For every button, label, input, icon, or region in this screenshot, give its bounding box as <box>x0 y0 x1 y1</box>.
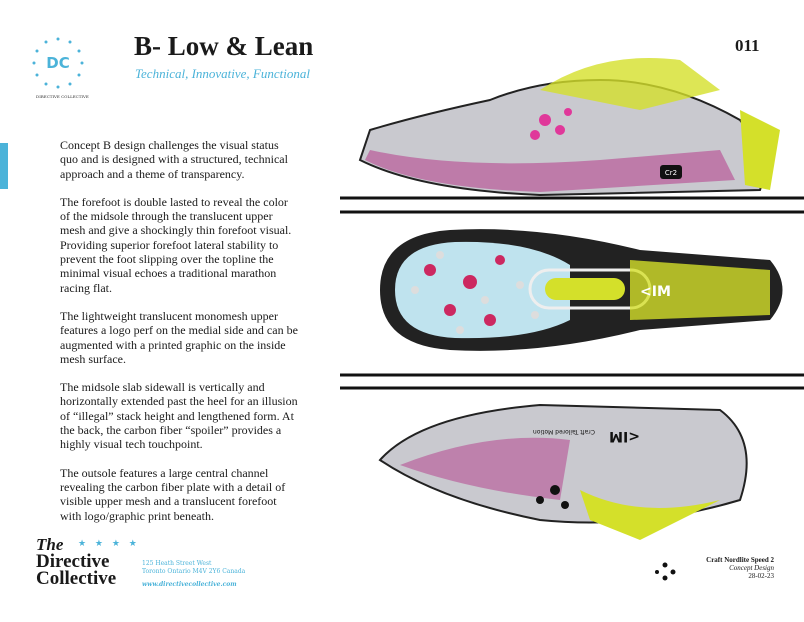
description-text: Concept B design challenges the visual s… <box>60 138 298 537</box>
paragraph: The outsole features a large central cha… <box>60 465 286 523</box>
medial-logo-text: Craft Tailored Motion <box>533 428 595 435</box>
design-type: Concept Design <box>729 564 774 572</box>
address-line: 125 Heath Street West <box>142 560 212 567</box>
brand-line: Collective <box>36 568 117 589</box>
design-date: 28-02-23 <box>748 572 774 580</box>
outsole-logo: <IM <box>640 284 671 300</box>
brand-wordmark: The Directive Collective <box>36 535 117 589</box>
sketch-caption: Craft Nordlite Speed 2 Concept Design 28… <box>706 556 774 580</box>
paragraph: The lightweight translucent monomesh upp… <box>60 308 298 366</box>
shoe-medial-view-sketch: <IM Craft Tailored Motion <box>340 386 804 581</box>
paragraph: Concept B design challenges the visual s… <box>60 138 288 181</box>
cr2-badge: Cr2 <box>665 169 677 177</box>
dc-logo: DC <box>30 35 86 91</box>
brand-stars: ★ ★ ★ ★ <box>78 539 140 549</box>
address: 125 Heath Street West Toronto Ontario M4… <box>142 560 245 576</box>
medial-logo: <IM <box>609 428 640 444</box>
paragraph: The midsole slab sidewall is vertically … <box>60 380 298 452</box>
brand-line: Directive <box>36 551 110 572</box>
logo-caption: DIRECTIVE COLLECTIVE <box>36 94 89 99</box>
shoe-outsole-sketch: <IM <box>340 210 804 377</box>
brand-line: The <box>36 535 64 554</box>
logo-text: DC <box>46 54 69 72</box>
paragraph: The forefoot is double lasted to reveal … <box>60 194 292 295</box>
address-line: Toronto Ontario M4V 2Y6 Canada <box>142 568 246 575</box>
page-title: B- Low & Lean <box>134 31 314 61</box>
page-tab-marker <box>0 143 8 189</box>
shoe-sketches: Cr2 <IM <IM Craft Tailored Motion <box>340 58 804 581</box>
page-subtitle: Technical, Innovative, Functional <box>135 66 310 81</box>
product-name: Craft Nordlite Speed 2 <box>706 556 774 564</box>
page-number: 011 <box>735 36 760 55</box>
shoe-side-view-sketch: Cr2 <box>340 58 804 200</box>
website-link[interactable]: www.directivecollective.com <box>142 581 237 588</box>
